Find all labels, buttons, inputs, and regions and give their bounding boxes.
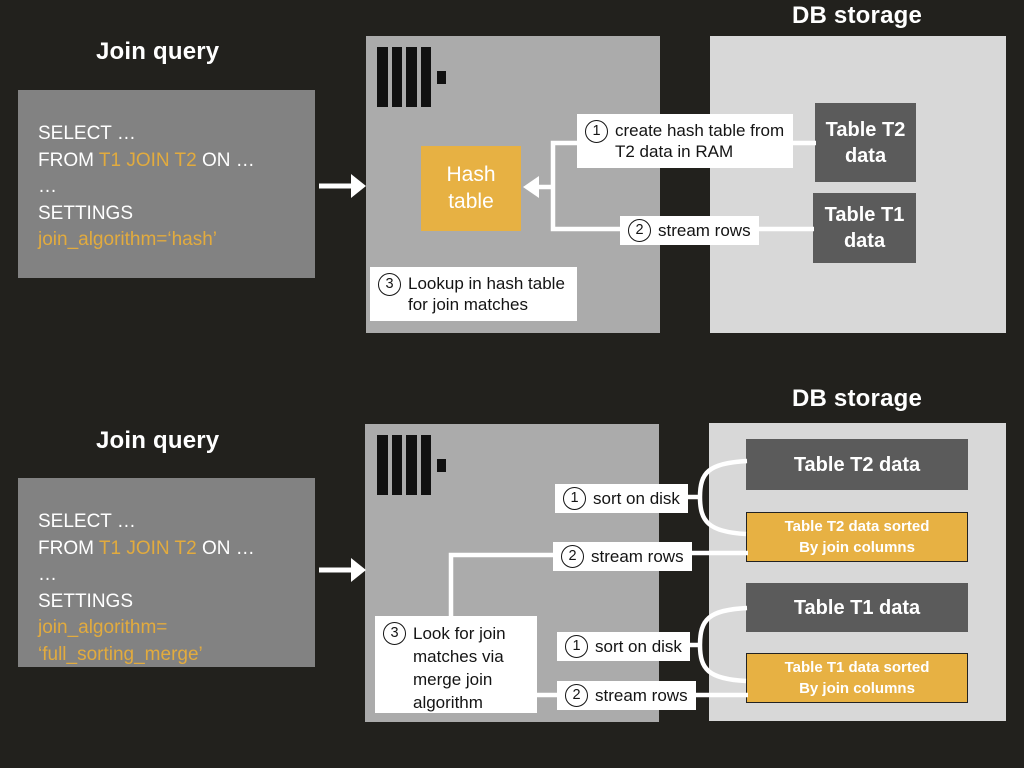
step-label-sort-on-disk-t1: 1 sort on disk (557, 632, 690, 661)
bottom-join-query-title: Join query (96, 427, 220, 454)
step-label-lookup-hash-table: 3 Lookup in hash table for join matches (370, 267, 577, 321)
top-join-query-title: Join query (96, 38, 220, 65)
query-line: SELECT … (38, 123, 136, 144)
clickhouse-logo-icon (377, 435, 455, 496)
step-number-icon: 1 (563, 487, 586, 510)
query-line: SETTINGS (38, 202, 134, 224)
step-label-sort-on-disk-t2: 1 sort on disk (555, 484, 688, 513)
query-line: SETTINGS (38, 590, 134, 612)
step-label-create-hash-table: 1 create hash table from T2 data in RAM (577, 114, 793, 168)
step-number-icon: 1 (585, 120, 608, 143)
table-t1-data-box: Table T1 data (813, 193, 916, 263)
step-number-icon: 2 (565, 684, 588, 707)
step-label-stream-rows-t2: 2 stream rows (553, 542, 692, 571)
query-line: FROM T1 JOIN T2 ON … (38, 537, 255, 559)
bottom-db-storage-title: DB storage (792, 385, 923, 412)
step-number-icon: 3 (378, 273, 401, 296)
query-line: … (38, 564, 57, 585)
query-line-algorithm-value: ‘full_sorting_merge’ (38, 643, 203, 665)
table-t1-data-box: Table T1 data (746, 583, 968, 632)
table-t1-sorted-box: Table T1 data sorted By join columns (746, 653, 968, 703)
bottom-query-box: SELECT … FROM T1 JOIN T2 ON … … SETTINGS… (18, 478, 315, 667)
query-line-join-algorithm: join_algorithm=‘hash’ (38, 229, 218, 250)
step-number-icon: 3 (383, 622, 406, 645)
query-line: SELECT … (38, 511, 136, 532)
table-t2-data-box: Table T2 data (746, 439, 968, 490)
top-db-storage-box (710, 36, 1006, 333)
query-line: … (38, 176, 57, 197)
clickhouse-logo-icon (377, 47, 455, 108)
step-number-icon: 1 (565, 635, 588, 658)
step-number-icon: 2 (628, 219, 651, 242)
step-label-stream-rows: 2 stream rows (620, 216, 759, 245)
query-line-join-algorithm: join_algorithm= (38, 617, 168, 638)
hash-table-box: Hash table (421, 146, 521, 231)
step-label-merge-join: 3 Look for join matches via merge join a… (375, 616, 537, 713)
top-db-storage-title: DB storage (792, 2, 923, 29)
top-query-box: SELECT … FROM T1 JOIN T2 ON … … SETTINGS… (18, 90, 315, 278)
query-line: FROM T1 JOIN T2 ON … (38, 149, 255, 171)
step-number-icon: 2 (561, 545, 584, 568)
table-t2-data-box: Table T2 data (815, 103, 916, 182)
step-label-stream-rows-t1: 2 stream rows (557, 681, 696, 710)
table-t2-sorted-box: Table T2 data sorted By join columns (746, 512, 968, 562)
